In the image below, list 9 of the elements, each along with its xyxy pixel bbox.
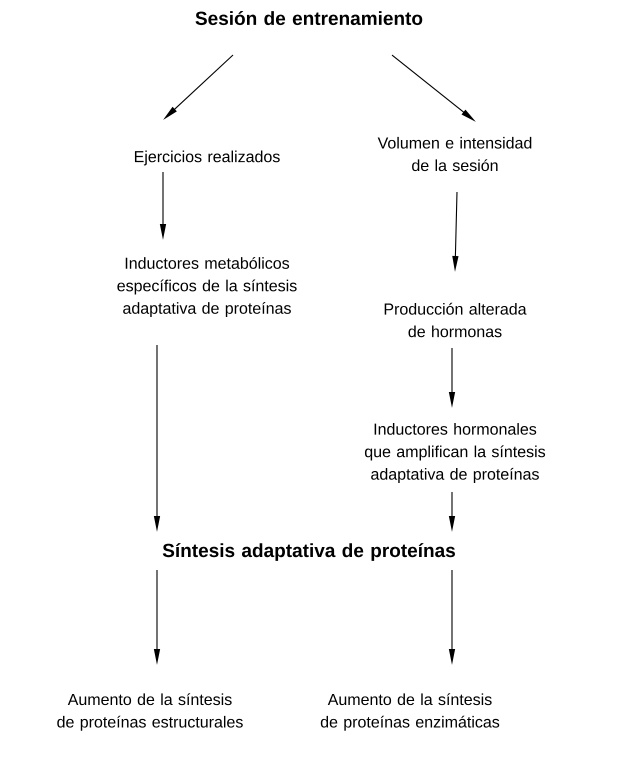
step-text: Volumen e intensidad de la sesión: [378, 136, 532, 172]
step-text: Producción alterada de hormonas: [384, 302, 527, 338]
heading-text: Sesión de entrenamiento: [196, 10, 422, 26]
heading-text: Síntesis adaptativa de proteínas: [162, 543, 455, 561]
step-text: Aumento de la síntesis de proteínas enzimáticas: [320, 693, 500, 731]
step-text: Ejercicios realizados: [134, 150, 280, 166]
step-text: Inductores hormonales que amplifican la síntesis adaptativa de proteínas: [364, 423, 546, 483]
step-text: Aumento de la síntesis de proteínas estructurales: [57, 693, 243, 731]
step-text: Inductores metabólicos específicos de la síntesis adaptativa de proteínas: [117, 256, 297, 318]
